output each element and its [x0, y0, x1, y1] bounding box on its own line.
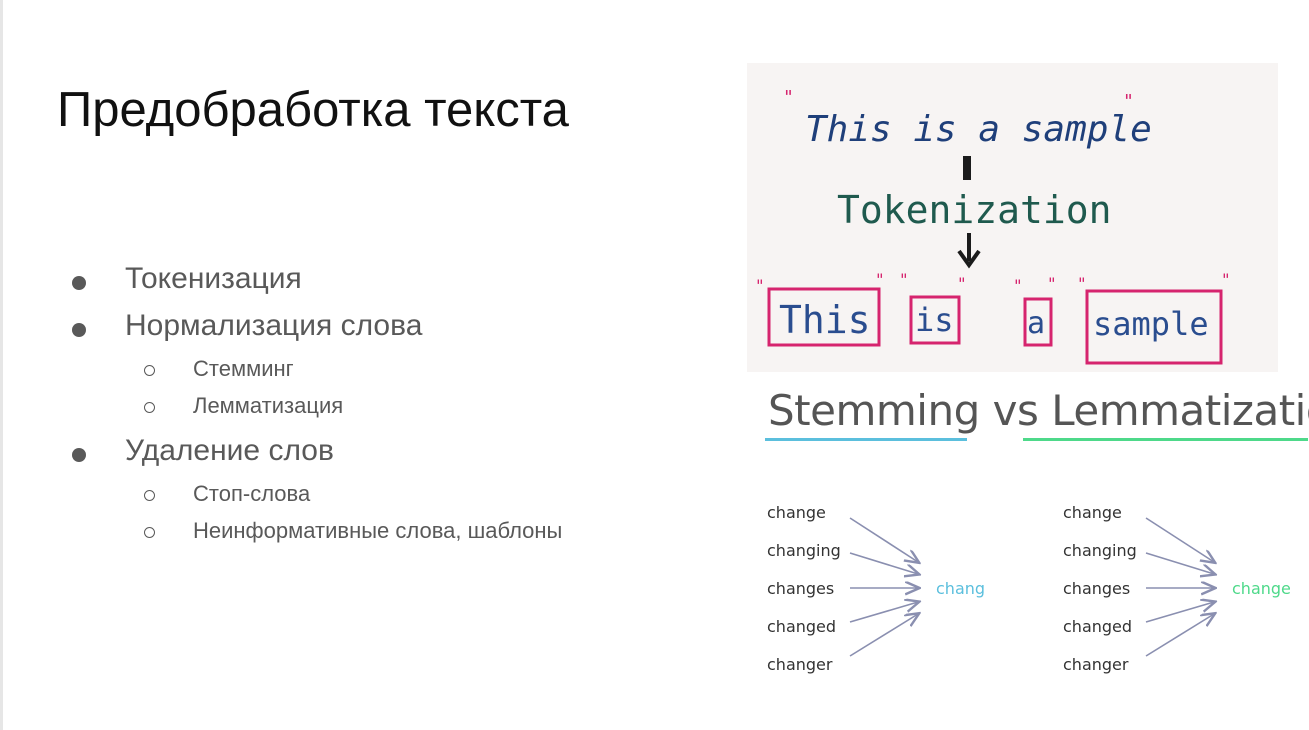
- token-text: sample: [1093, 305, 1209, 343]
- quote-mark-icon: ": [899, 270, 909, 289]
- quote-mark-icon: ": [957, 274, 967, 293]
- lemmatization-diagram: change changing changes changed changer …: [1056, 498, 1309, 678]
- bullet-ring-icon: [144, 527, 155, 538]
- bullet-text: Токенизация: [125, 262, 302, 295]
- arrow-icon: [1145, 602, 1214, 623]
- process-label: Tokenization: [837, 188, 1112, 232]
- stem-input-word: changing: [767, 541, 841, 560]
- lemma-input-word: changes: [1063, 579, 1130, 598]
- down-arrow-icon: [957, 233, 981, 269]
- arrow-icon: [1145, 517, 1214, 562]
- bullet-ring-icon: [144, 490, 155, 501]
- lemmatization-diagram-svg: change changing changes changed changer …: [1063, 503, 1291, 674]
- lemma-input-word: changer: [1063, 655, 1129, 674]
- quote-mark-icon: ": [1077, 274, 1087, 293]
- token-box: [1023, 297, 1053, 347]
- lemma-output-word: change: [1232, 579, 1291, 598]
- sub-bullet-text: Стоп-слова: [193, 481, 311, 506]
- bullet-dot-icon: [72, 448, 86, 462]
- sentence-text: This is a sample: [805, 109, 1152, 150]
- stemming-underline: [765, 438, 967, 441]
- quote-mark-icon: ": [1013, 276, 1023, 295]
- quote-mark-icon: ": [875, 270, 885, 289]
- arrow-icon: [1145, 614, 1214, 657]
- slide-title: Предобработка текста: [57, 83, 569, 137]
- quote-mark-icon: ": [755, 276, 765, 295]
- bullet-ring-icon: [144, 365, 155, 376]
- bullet-dot-icon: [72, 276, 86, 290]
- tokenization-svg: " " This is a sample Tokenization This i…: [755, 87, 1231, 365]
- lemma-input-word: changing: [1063, 541, 1137, 560]
- heading-stemming: Stemming: [768, 386, 980, 435]
- arrow-icon: [849, 552, 918, 574]
- arrow-icon: [1145, 552, 1214, 574]
- bullet-ring-icon: [144, 402, 155, 413]
- stemming-diagram-svg: change changing changes changed changer …: [767, 503, 985, 674]
- bullet-text: Нормализация слова: [125, 309, 423, 342]
- stem-input-word: changes: [767, 579, 834, 598]
- bullet-dot-icon: [72, 323, 86, 337]
- bullet-text: Удаление слов: [125, 434, 334, 467]
- stem-input-word: changer: [767, 655, 833, 674]
- arrow-shaft-icon: [963, 156, 971, 180]
- quote-mark-icon: ": [1047, 274, 1057, 293]
- comparison-heading: Stemming vs Lemmatization: [768, 386, 1309, 435]
- token-box: [767, 287, 881, 347]
- slide-left-edge: [0, 0, 3, 730]
- heading-lemmatization: Lemmatization: [1051, 386, 1309, 435]
- arrow-icon: [849, 614, 918, 657]
- sub-bullet-text: Стемминг: [193, 356, 294, 381]
- lemma-input-word: changed: [1063, 617, 1132, 636]
- sub-bullet-text: Лемматизация: [193, 393, 344, 418]
- sub-bullet-text: Неинформативные слова, шаблоны: [193, 518, 563, 543]
- tokenization-illustration: " " This is a sample Tokenization This i…: [747, 63, 1278, 372]
- arrow-icon: [849, 602, 918, 623]
- token-box: [1085, 289, 1223, 365]
- token-box: [909, 295, 961, 345]
- stem-input-word: changed: [767, 617, 836, 636]
- token-text: a: [1027, 306, 1045, 341]
- quote-mark-icon: ": [783, 87, 794, 108]
- stem-input-word: change: [767, 503, 826, 522]
- quote-mark-icon: ": [1123, 91, 1134, 112]
- token-text: This: [779, 298, 871, 342]
- heading-vs: vs: [992, 386, 1039, 435]
- stem-output-word: chang: [936, 579, 985, 598]
- quote-mark-icon: ": [1221, 270, 1231, 289]
- arrow-icon: [849, 517, 918, 562]
- token-text: is: [915, 301, 954, 339]
- stemming-diagram: change changing changes changed changer …: [760, 498, 1020, 678]
- lemmatization-underline: [1023, 438, 1308, 441]
- lemma-input-word: change: [1063, 503, 1122, 522]
